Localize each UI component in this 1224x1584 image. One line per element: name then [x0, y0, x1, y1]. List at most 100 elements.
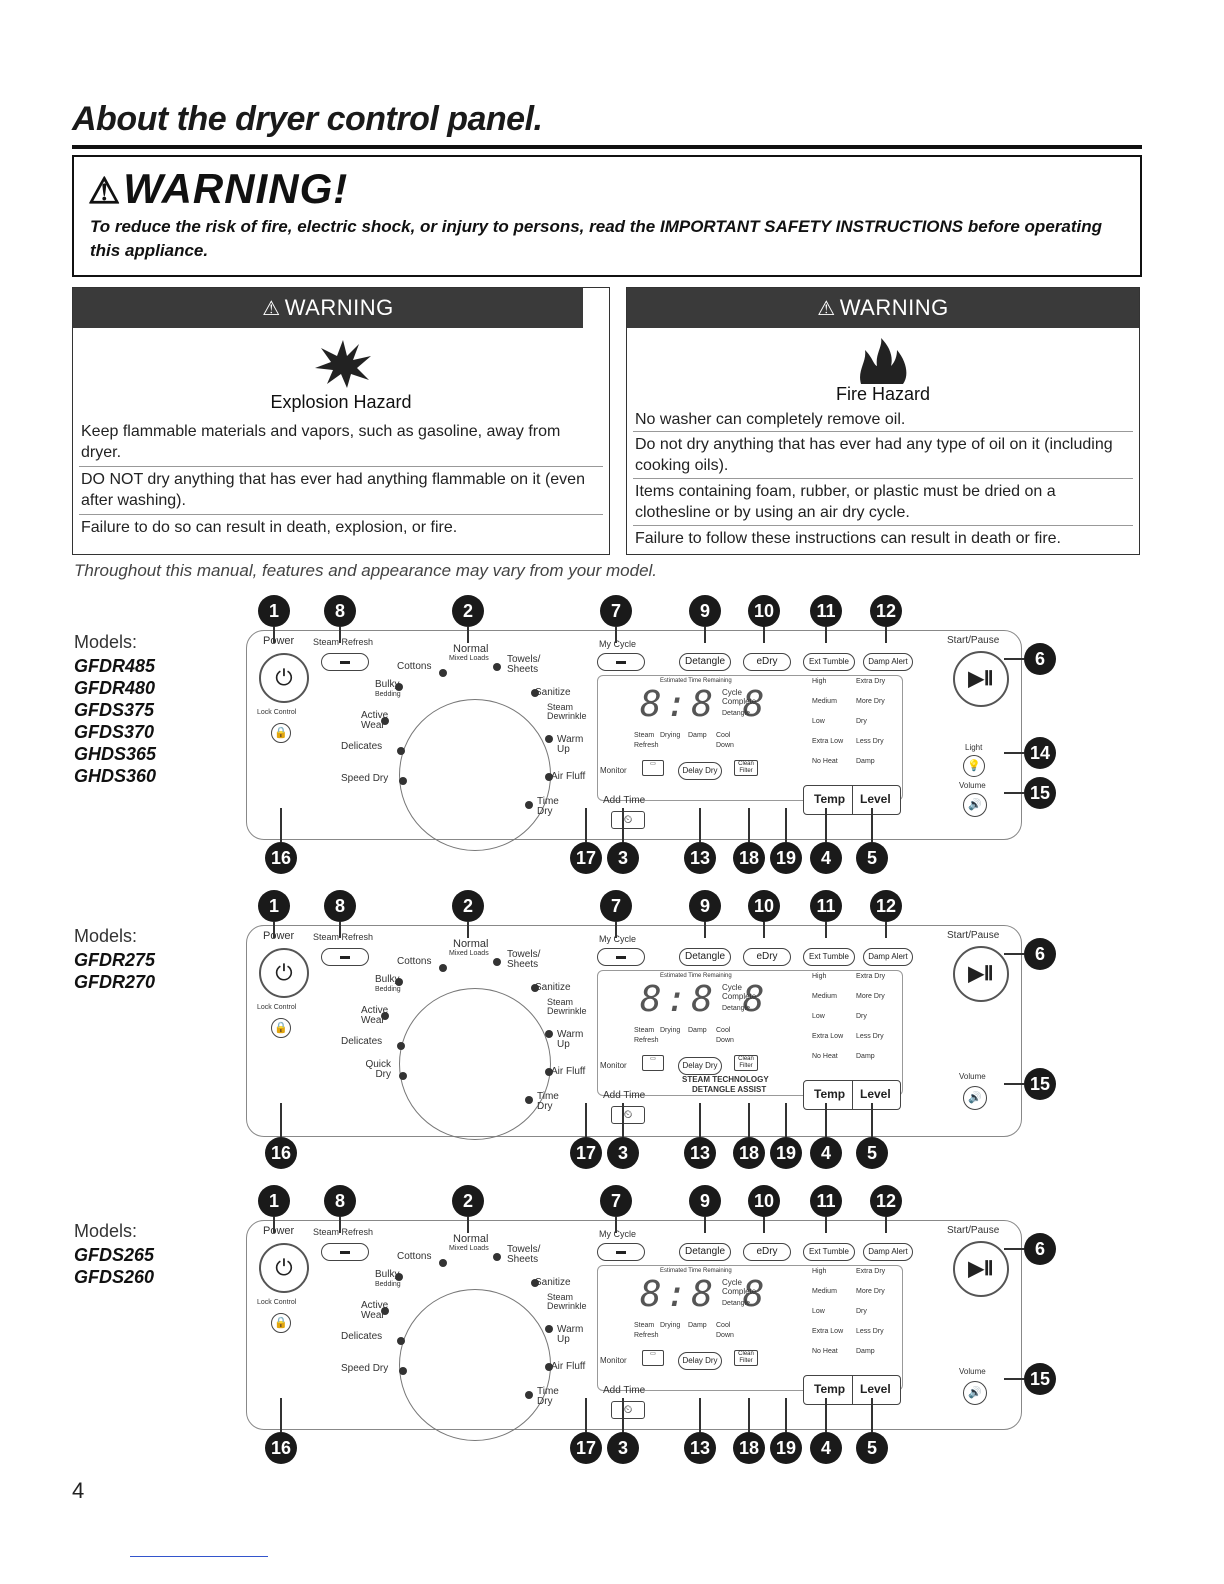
delay-icon[interactable]: ▭ — [642, 760, 664, 776]
level-button[interactable]: Level — [860, 792, 891, 806]
lock-control-label: Lock Control — [257, 1004, 297, 1011]
power-button[interactable]: ⏻ — [259, 653, 309, 703]
ext-tumble-button[interactable]: Ext Tumble — [803, 653, 855, 671]
model-name: GFDR270 — [74, 972, 156, 992]
status-drying: Drying — [660, 1027, 681, 1034]
dry-level-3: Less Dry — [856, 738, 884, 745]
edry-button[interactable]: eDry — [743, 1243, 791, 1261]
callout-leader — [704, 1217, 706, 1233]
damp-alert-button[interactable]: Damp Alert — [863, 948, 913, 966]
callout-leader — [871, 1103, 873, 1137]
callout-leader — [699, 808, 701, 842]
temp-button[interactable]: Temp — [814, 792, 846, 806]
start-pause-button[interactable]: ▶Ⅱ — [953, 651, 1009, 707]
steam-refresh-button[interactable]: ▬ — [321, 653, 369, 671]
cycle-indicator-dot — [493, 1253, 501, 1261]
steam-refresh-button[interactable]: ▬ — [321, 1243, 369, 1261]
detangle-button[interactable]: Detangle — [679, 1243, 731, 1261]
callout-leader — [825, 922, 827, 938]
my-cycle-button[interactable]: ▬ — [597, 948, 645, 966]
callout-leader — [280, 808, 282, 842]
add-time-button[interactable]: ⏲ — [611, 811, 645, 829]
temp-button[interactable]: Temp — [814, 1087, 846, 1101]
cycle-cottons: Cottons — [397, 1251, 432, 1262]
status-steam: Steam — [634, 1027, 655, 1034]
damp-alert-button[interactable]: Damp Alert — [863, 1243, 913, 1261]
callout-leader — [699, 1398, 701, 1432]
start-pause-button[interactable]: ▶Ⅱ — [953, 1241, 1009, 1297]
warning-triangle-icon: ⚠ — [262, 298, 281, 320]
callout-7: 7 — [600, 595, 632, 627]
detangle-button[interactable]: Detangle — [679, 948, 731, 966]
damp-alert-button[interactable]: Damp Alert — [863, 653, 913, 671]
edry-button[interactable]: eDry — [743, 653, 791, 671]
delay-icon[interactable]: ▭ — [642, 1350, 664, 1366]
lock-icon[interactable]: 🔒 — [271, 1313, 291, 1333]
explosion-para-3: Failure to do so can result in death, ex… — [81, 519, 458, 536]
delay-dry-button[interactable]: Delay Dry — [678, 1057, 722, 1075]
callout-9: 9 — [689, 1185, 721, 1217]
cycle-dial[interactable] — [399, 699, 551, 851]
models-label: Models: — [74, 632, 138, 652]
callout-4: 4 — [810, 1432, 842, 1464]
ext-tumble-button[interactable]: Ext Tumble — [803, 948, 855, 966]
dry-level-0: Extra Dry — [856, 973, 886, 980]
callout-leader — [273, 627, 275, 643]
dry-level-2: Dry — [856, 1308, 867, 1315]
temp-level-2: Low — [812, 718, 825, 725]
ext-tumble-button[interactable]: Ext Tumble — [803, 1243, 855, 1261]
explosion-icon — [315, 340, 371, 388]
cycle-indicator-dot — [397, 747, 405, 755]
cycle-bedding: Bedding — [375, 1281, 401, 1288]
volume-button[interactable]: 🔊 — [963, 1086, 987, 1110]
callout-leader — [748, 1398, 750, 1432]
my-cycle-button[interactable]: ▬ — [597, 653, 645, 671]
callout-leader — [785, 808, 787, 842]
cycle-mixed-loads: Mixed Loads — [449, 1245, 489, 1252]
start-pause-button[interactable]: ▶Ⅱ — [953, 946, 1009, 1002]
power-button[interactable]: ⏻ — [259, 948, 309, 998]
warning-triangle-icon: ⚠ — [88, 170, 122, 211]
delay-dry-button[interactable]: Delay Dry — [678, 1352, 722, 1370]
steam-refresh-button[interactable]: ▬ — [321, 948, 369, 966]
callout-17: 17 — [570, 842, 602, 874]
level-button[interactable]: Level — [860, 1087, 891, 1101]
callout-12: 12 — [870, 890, 902, 922]
volume-button[interactable]: 🔊 — [963, 1381, 987, 1405]
start-pause-label: Start/Pause — [947, 635, 1000, 646]
callout-leader — [467, 1217, 469, 1233]
my-cycle-button[interactable]: ▬ — [597, 1243, 645, 1261]
callout-1: 1 — [258, 595, 290, 627]
callout-leader — [622, 808, 624, 842]
warning-bar: ⚠WARNING — [627, 288, 1139, 328]
estimated-time-label: Estimated Time Remaining — [660, 1268, 732, 1274]
status-steam: Steam — [634, 1322, 655, 1329]
status-down: Down — [716, 742, 734, 749]
steam-technology-label: STEAM TECHNOLOGY — [682, 1075, 769, 1084]
temp-level-3: Extra Low — [812, 1328, 844, 1335]
delay-dry-button[interactable]: Delay Dry — [678, 762, 722, 780]
power-button[interactable]: ⏻ — [259, 1243, 309, 1293]
cycle-indicator-dot — [493, 958, 501, 966]
callout-9: 9 — [689, 595, 721, 627]
temp-button[interactable]: Temp — [814, 1382, 846, 1396]
detangle-button[interactable]: Detangle — [679, 653, 731, 671]
volume-button[interactable]: 🔊 — [963, 793, 987, 817]
lock-icon[interactable]: 🔒 — [271, 1018, 291, 1038]
power-label: Power — [263, 1225, 295, 1237]
model-name: GFDS375 — [74, 700, 155, 720]
level-button[interactable]: Level — [860, 1382, 891, 1396]
add-time-label: Add Time — [603, 1385, 646, 1396]
callout-18: 18 — [733, 1432, 765, 1464]
callout-leader — [825, 1217, 827, 1233]
temp-level-buttons: Temp Level — [803, 1375, 901, 1405]
edry-button[interactable]: eDry — [743, 948, 791, 966]
light-button[interactable]: 💡 — [963, 755, 985, 777]
add-time-button[interactable]: ⏲ — [611, 1106, 645, 1124]
lock-icon[interactable]: 🔒 — [271, 723, 291, 743]
cycle-dial[interactable] — [399, 988, 551, 1140]
delay-icon[interactable]: ▭ — [642, 1055, 664, 1071]
add-time-button[interactable]: ⏲ — [611, 1401, 645, 1419]
cycle-dial[interactable] — [399, 1289, 551, 1441]
